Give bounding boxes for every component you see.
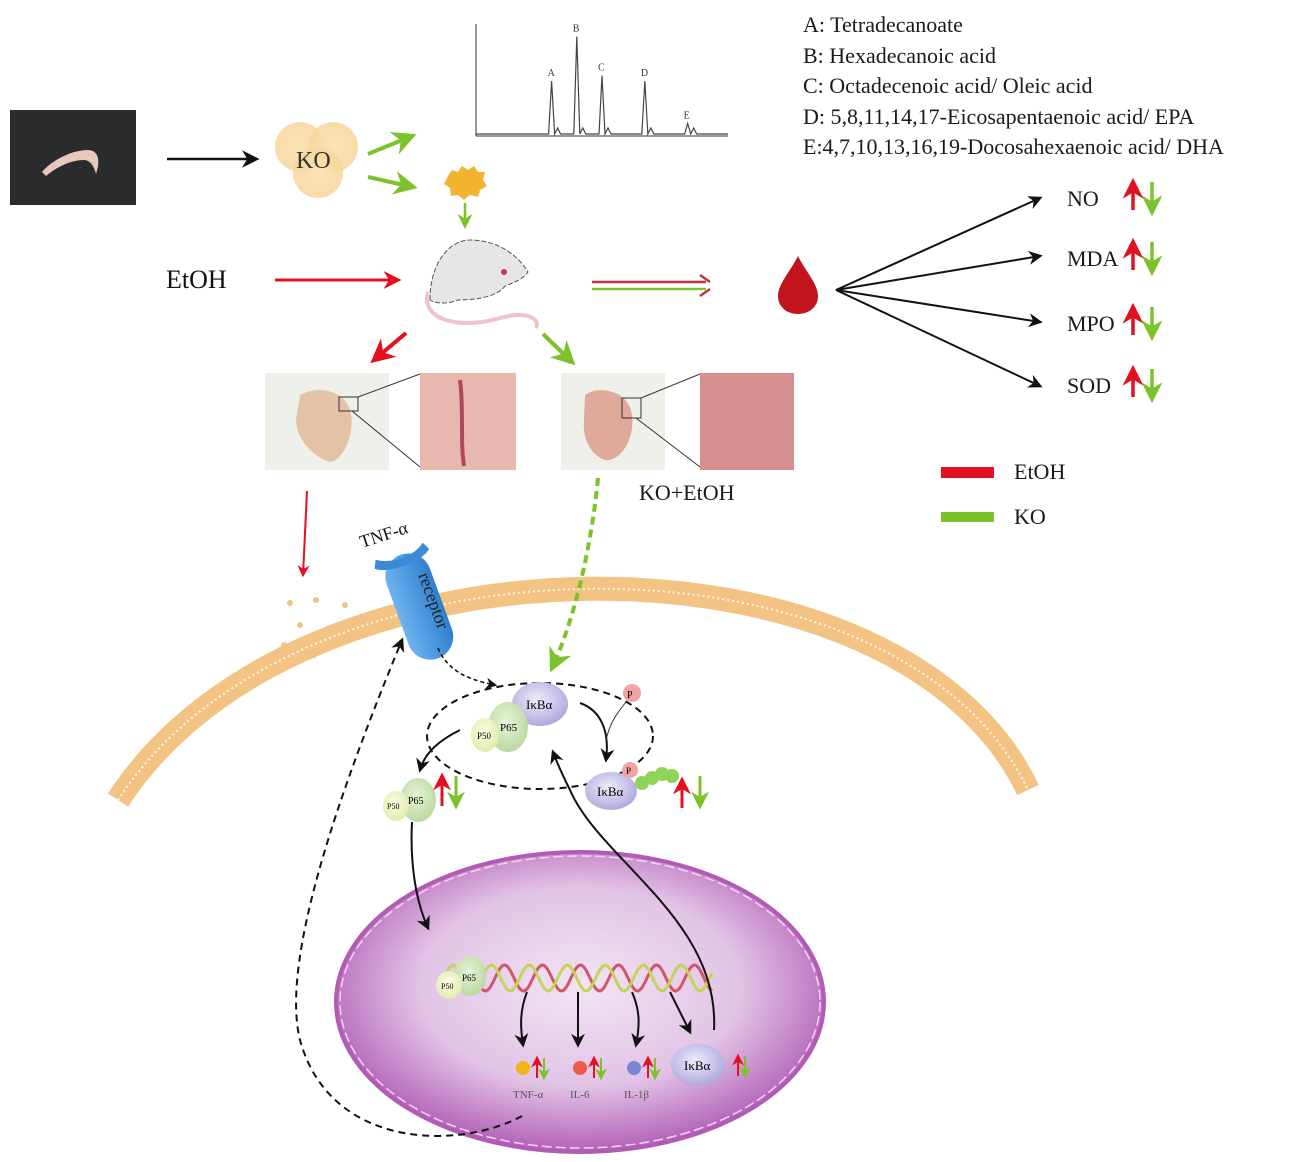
- free-p65-label: P65: [408, 796, 424, 807]
- bound-p50-label: P50: [441, 982, 453, 991]
- arrow-phosphorylation: [579, 702, 615, 763]
- marker-change-arrows: [1122, 364, 1163, 404]
- arrow-nfkb-translocation: [410, 821, 430, 931]
- arrow-tnf-feedback: [295, 637, 523, 1137]
- ikba-nfkb-complex: [471, 682, 568, 752]
- tnf-alpha-ligand-label: TNF-α: [357, 517, 411, 551]
- serum-marker-mda: MDA: [1067, 246, 1118, 272]
- cytokine-dot: [573, 1061, 587, 1075]
- arrow-receptor-signal: [437, 647, 498, 689]
- peak-legend: A: Tetradecanoate B: Hexadecanoic acid C…: [803, 10, 1224, 163]
- cytokine-label: TNF-α: [513, 1089, 543, 1101]
- nuclear-ikba-label: IκBα: [684, 1058, 711, 1073]
- serum-marker-mpo: MPO: [1067, 311, 1115, 337]
- marker-change-arrows: [1122, 237, 1163, 277]
- legend-swatch-etoh: [941, 467, 994, 478]
- ko-stomach-zoom-photo: [700, 373, 794, 470]
- ko-powder-icon: [444, 166, 487, 200]
- arrow-nfkb-release: [416, 729, 461, 773]
- ko-etoh-group-label: KO+EtOH: [639, 480, 735, 505]
- free-nfkb-dimer: [383, 778, 436, 822]
- phosphate-transfer-line: [605, 701, 627, 741]
- zoom-line: [635, 417, 701, 468]
- membrane-damage-gap: [249, 571, 337, 649]
- phospho-ikba-ubiquitin: [585, 762, 679, 810]
- peak-legend-item: D: 5,8,11,14,17-Eicosapentaenoic acid/ E…: [803, 103, 1195, 129]
- nuclear-ikba: [671, 1044, 725, 1086]
- ko-stomach-photo: [561, 373, 665, 470]
- nfkb-activation-change: [433, 772, 465, 810]
- cytokine-label: IL-1β: [624, 1089, 650, 1101]
- zoom-line: [351, 410, 421, 468]
- free-p50-label: P50: [387, 802, 399, 811]
- ikba-label: IκBα: [526, 697, 553, 712]
- marker-change-arrows: [1122, 177, 1163, 217]
- arrow-etoh-damage: [297, 490, 310, 578]
- legend-label-etoh: EtOH: [1014, 459, 1066, 484]
- rat-icon: [424, 239, 539, 329]
- arrow-to-capsule: [367, 171, 418, 195]
- chromatogram-peak-label: E: [684, 110, 690, 121]
- arrow-ko-inhibition: [549, 477, 600, 673]
- p65-label: P65: [500, 722, 518, 734]
- p50-label: P50: [477, 731, 492, 741]
- tnf-receptor: [374, 542, 454, 660]
- nuclear-ikba-change: [732, 1053, 751, 1079]
- cytokine-label: IL-6: [570, 1089, 590, 1101]
- phosphate-icon: [623, 684, 641, 702]
- phospho-ikba-label: IκBα: [597, 784, 624, 799]
- dna-strand: [436, 963, 713, 993]
- legend-swatch-ko: [941, 512, 994, 522]
- krill-photo: [10, 110, 136, 205]
- bound-p65-label: P65: [462, 973, 477, 983]
- peak-legend-item: C: Octadecenoic acid/ Oleic acid: [803, 73, 1093, 98]
- chromatogram-peak-label: C: [598, 63, 605, 74]
- arrow-transcribe-ikba: [669, 991, 692, 1035]
- ko-oil-droplets: [275, 122, 358, 198]
- dna-bound-nfkb: [436, 956, 486, 999]
- chromatogram-peak-label: B: [573, 23, 580, 34]
- gc-ms-chromatogram: A B C D E: [475, 23, 728, 137]
- etoh-label: EtOH: [166, 265, 227, 294]
- ikba-degradation-change: [673, 776, 709, 810]
- serum-marker-sod: SOD: [1067, 373, 1111, 399]
- cytokine-dot: [627, 1061, 641, 1075]
- arrow-rat-to-ko-stomach: [541, 332, 576, 366]
- zoom-line: [357, 373, 421, 398]
- arrow-transcribe-tnf: [514, 991, 529, 1048]
- cell-membrane: [107, 576, 1039, 807]
- cytokine-row: TNF-α IL-6 IL-1β: [513, 1055, 661, 1101]
- legend-label-ko: KO: [1014, 504, 1046, 529]
- phosphate-label: P: [627, 690, 633, 701]
- double-arrow-head: [699, 273, 711, 298]
- chromatogram-peak-label: D: [641, 68, 648, 79]
- ikk-complex-boundary: [426, 682, 654, 790]
- arrow-to-chromatogram: [367, 132, 417, 156]
- serum-marker-name: SOD: [1067, 373, 1112, 398]
- arrow-transcribe-il1b: [631, 991, 646, 1048]
- zoom-line: [640, 373, 701, 399]
- serum-marker-no: NO: [1067, 186, 1099, 212]
- peak-legend-item: B: Hexadecanoic acid: [803, 42, 997, 68]
- chromatogram-peak-label: A: [548, 68, 556, 79]
- serum-marker-name: MDA: [1067, 246, 1119, 271]
- blood-drop-icon: [778, 256, 818, 314]
- cytokine-dot: [516, 1061, 530, 1075]
- chromatogram-trace: [476, 36, 728, 137]
- serum-marker-name: NO: [1067, 186, 1099, 211]
- arrow-rat-to-etoh-stomach: [370, 331, 408, 364]
- etoh-stomach-zoom-photo: [420, 373, 516, 470]
- peak-legend-item: A: Tetradecanoate: [803, 12, 963, 37]
- scattered-lipids: [267, 597, 348, 671]
- serum-marker-name: MPO: [1067, 311, 1115, 336]
- etoh-stomach-photo: [265, 373, 389, 470]
- serum-marker-arrows: [835, 196, 1043, 388]
- phospho-p-label: P: [626, 766, 631, 776]
- marker-change-arrows: [1122, 302, 1163, 342]
- nucleus: [334, 850, 826, 1154]
- peak-legend-item: E:4,7,10,13,16,19-Docosahexaenoic acid/ …: [803, 134, 1224, 159]
- ko-label: KO: [296, 148, 331, 174]
- arrow-ikba-feedback: [550, 749, 716, 1031]
